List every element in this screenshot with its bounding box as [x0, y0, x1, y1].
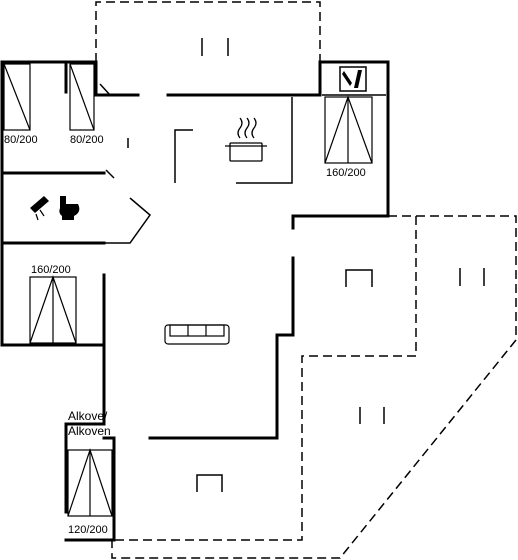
bed-label-w: 160/200 — [31, 264, 71, 276]
bed-nw-left-frame — [3, 63, 31, 131]
washing-machine-icon — [339, 66, 367, 92]
wall-west-lower — [0, 343, 106, 514]
walls — [0, 60, 390, 542]
door-mark-nw2 — [99, 83, 111, 96]
garden-chair-icon — [345, 269, 373, 287]
garden-chair-icon-south — [196, 474, 223, 492]
bench-icon-east — [459, 268, 485, 286]
kitchen-counter — [174, 129, 193, 183]
sofa-icon — [164, 324, 230, 345]
bench-icon — [201, 38, 229, 56]
bed-ne — [324, 95, 373, 164]
bench-icon-southeast — [359, 407, 385, 424]
bed-nw-right-cover — [69, 63, 95, 131]
bed-nw-right-frame — [69, 63, 95, 131]
bed-nw-right — [69, 63, 95, 131]
bed-w — [29, 275, 77, 344]
terrace-outlines — [95, 1, 517, 559]
bed-label-alcove: 120/200 — [68, 524, 108, 536]
alcove-title-line1: Alkove/ — [68, 409, 108, 423]
bath-door-diagonal — [104, 197, 152, 244]
bed-nw-left-cover — [3, 63, 31, 131]
bed-alcove — [67, 448, 113, 517]
bed-label-nw-right: 80/200 — [70, 134, 104, 146]
shower-toilet-icon — [30, 196, 80, 221]
bed-label-ne: 160/200 — [326, 167, 366, 179]
door-mark-bath — [105, 169, 115, 179]
terrace-east-outline — [111, 215, 517, 559]
terrace-inner-divider — [112, 216, 417, 541]
wall-east-mid — [148, 256, 295, 440]
terrace-north-outline — [95, 1, 321, 62]
alcove-title-line2: Alkoven — [68, 424, 111, 438]
wall-ne-outer — [291, 60, 390, 230]
wall-alcove — [64, 436, 116, 542]
cooking-pot-icon — [225, 117, 267, 162]
thin-lines — [99, 83, 386, 244]
kitchen-island — [236, 97, 293, 184]
bed-label-nw-left: 80/200 — [4, 134, 38, 146]
bed-nw-left — [3, 63, 31, 131]
